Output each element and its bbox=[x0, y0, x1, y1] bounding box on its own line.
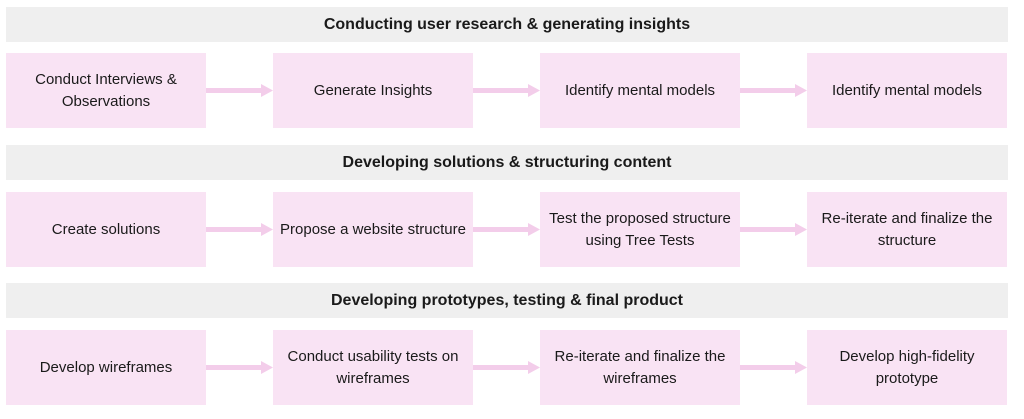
step-label: Identify mental models bbox=[831, 81, 983, 99]
step-label: Re-iterate and finalize the structure bbox=[821, 209, 993, 249]
step-box: Identify mental models bbox=[807, 53, 1007, 128]
step-label: Conduct usability tests on wireframes bbox=[287, 347, 459, 387]
section-header-solutions: Developing solutions & structuring conte… bbox=[6, 145, 1008, 180]
step-label: Test the proposed structure using Tree T… bbox=[549, 209, 731, 249]
arrow-right-icon bbox=[740, 84, 807, 97]
step-box: Propose a website structure bbox=[273, 192, 473, 267]
step-label: Develop wireframes bbox=[39, 358, 173, 376]
section-title: Developing solutions & structuring conte… bbox=[342, 153, 672, 171]
section-header-prototypes: Developing prototypes, testing & final p… bbox=[6, 283, 1008, 318]
process-row-prototypes: Develop wireframes Conduct usability tes… bbox=[6, 330, 1008, 405]
step-label: Generate Insights bbox=[313, 81, 433, 99]
step-box: Conduct usability tests on wireframes bbox=[273, 330, 473, 405]
step-box: Conduct Interviews & Observations bbox=[6, 53, 206, 128]
step-label: Identify mental models bbox=[564, 81, 716, 99]
process-row-research: Conduct Interviews & Observations Genera… bbox=[6, 53, 1008, 128]
step-box: Develop wireframes bbox=[6, 330, 206, 405]
arrow-right-icon bbox=[206, 84, 273, 97]
step-box: Develop high-fidelity prototype bbox=[807, 330, 1007, 405]
step-box: Create solutions bbox=[6, 192, 206, 267]
step-label: Re-iterate and finalize the wireframes bbox=[554, 347, 726, 387]
arrow-right-icon bbox=[740, 223, 807, 236]
arrow-right-icon bbox=[740, 361, 807, 374]
step-label: Create solutions bbox=[51, 220, 161, 238]
arrow-right-icon bbox=[206, 361, 273, 374]
step-box: Generate Insights bbox=[273, 53, 473, 128]
step-label: Develop high-fidelity prototype bbox=[839, 347, 975, 387]
arrow-right-icon bbox=[206, 223, 273, 236]
section-title: Conducting user research & generating in… bbox=[323, 15, 691, 33]
process-row-solutions: Create solutions Propose a website struc… bbox=[6, 192, 1008, 267]
step-label: Conduct Interviews & Observations bbox=[35, 70, 177, 110]
step-box: Re-iterate and finalize the wireframes bbox=[540, 330, 740, 405]
step-box: Identify mental models bbox=[540, 53, 740, 128]
section-header-research: Conducting user research & generating in… bbox=[6, 7, 1008, 42]
arrow-right-icon bbox=[473, 223, 540, 236]
step-label: Propose a website structure bbox=[280, 220, 466, 238]
section-title: Developing prototypes, testing & final p… bbox=[330, 291, 683, 309]
arrow-right-icon bbox=[473, 361, 540, 374]
step-box: Re-iterate and finalize the structure bbox=[807, 192, 1007, 267]
step-box: Test the proposed structure using Tree T… bbox=[540, 192, 740, 267]
arrow-right-icon bbox=[473, 84, 540, 97]
